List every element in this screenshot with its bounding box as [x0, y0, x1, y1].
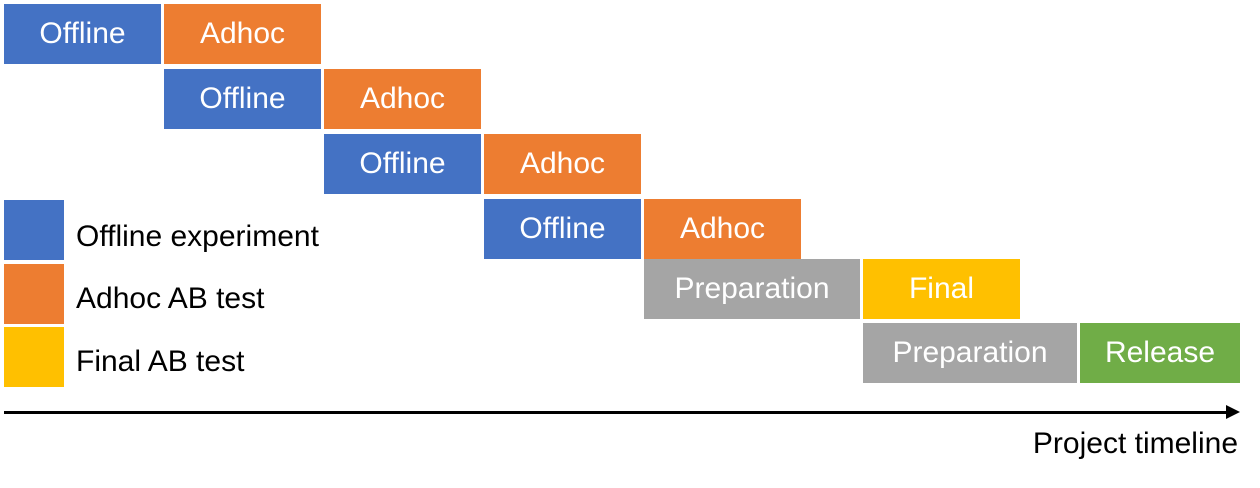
legend-label-final: Final AB test: [76, 345, 245, 378]
release-block: Release: [1080, 323, 1240, 383]
timeline-axis: [4, 411, 1230, 414]
offline-block-3: Offline: [324, 134, 481, 194]
offline-block-2: Offline: [164, 69, 321, 129]
adhoc-block-4: Adhoc: [644, 199, 801, 259]
preparation-block-2: Preparation: [863, 323, 1077, 383]
legend-swatch-final: [4, 327, 64, 387]
adhoc-block-2: Adhoc: [324, 69, 481, 129]
preparation-block-1: Preparation: [644, 259, 860, 319]
timeline-arrow-icon: [1226, 405, 1240, 419]
final-block: Final: [863, 259, 1020, 319]
offline-block-4: Offline: [484, 199, 641, 259]
timeline-label: Project timeline: [1032, 427, 1238, 460]
adhoc-block-3: Adhoc: [484, 134, 641, 194]
offline-block-1: Offline: [4, 4, 161, 64]
adhoc-block-1: Adhoc: [164, 4, 321, 64]
legend-swatch-offline: [4, 200, 64, 260]
legend-swatch-adhoc: [4, 264, 64, 324]
legend-label-adhoc: Adhoc AB test: [76, 282, 265, 315]
legend-label-offline: Offline experiment: [76, 220, 319, 253]
